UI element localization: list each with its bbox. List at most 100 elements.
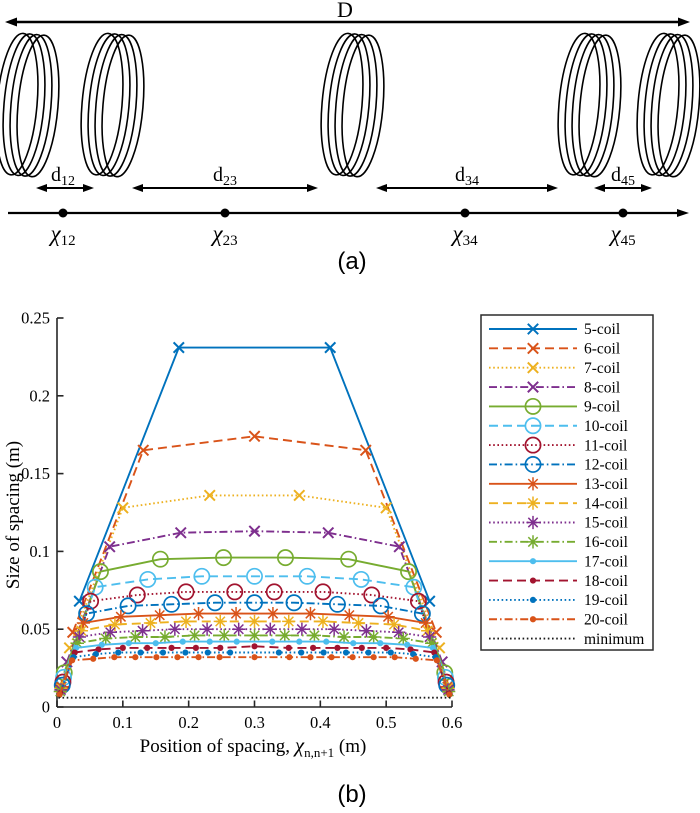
x-tick-label: 0.1 [113,713,134,732]
series-line-19-coil [58,651,451,695]
marker-asterisk [367,630,381,644]
legend-item-8-coil: 8-coil [489,379,620,396]
marker-x [103,540,116,553]
marker-asterisk [337,630,351,644]
marker-asterisk [526,535,540,549]
series-line-6-coil [71,435,438,633]
marker-asterisk [295,622,309,636]
marker-asterisk [70,636,85,650]
legend-item-10-coil: 10-coil [489,417,628,435]
marker-dot [182,649,189,656]
legend-label: 5-coil [584,321,620,338]
marker-asterisk [424,636,439,650]
coil-diagram: D [0,0,700,275]
legend-label: 9-coil [584,399,620,416]
marker-asterisk [263,622,277,636]
marker-circle [119,597,137,615]
series-20-coil [56,654,453,698]
marker-dot [275,649,282,656]
marker-circle [285,594,303,612]
legend-label: 7-coil [584,360,620,377]
marker-dot [92,650,99,658]
legend-item-11-coil: 11-coil [489,436,627,454]
marker-x [248,430,261,443]
marker-dot [407,646,414,653]
marker-dot [168,644,175,651]
chi34-label: χ34 [450,221,478,249]
marker-dot [192,644,200,651]
marker-dot [159,649,167,656]
marker-dot [233,638,240,645]
coil-1-icon [0,32,60,178]
marker-dot [152,640,159,647]
marker-dot [216,654,223,661]
marker-asterisk [247,614,262,629]
legend-label: 16-coil [584,534,628,551]
marker-asterisk [359,624,374,638]
marker-circle [340,550,358,568]
marker-x [203,489,216,502]
legend-box [480,314,654,651]
x-axis-title: Position of spacing, χn,n+1 (m) [140,733,367,760]
marker-asterisk [282,614,296,629]
marker-circle [524,455,542,473]
marker-x [324,341,337,354]
marker-circle [363,586,381,604]
marker-circle [193,567,211,585]
marker-asterisk [108,617,122,632]
marker-dot [195,654,202,661]
marker-x [527,381,539,393]
marker-dot [72,644,80,651]
chi23-label: χ23 [210,221,237,249]
marker-dot [307,654,314,661]
x-tick-label: 0.4 [310,713,331,732]
marker-dot [529,596,537,603]
series-line-16-coil [59,634,450,692]
marker-asterisk [229,607,243,621]
marker-dot [334,644,341,651]
d12-arrow [36,184,94,192]
marker-circle [246,594,263,612]
chi12-dot [58,208,68,218]
marker-asterisk [200,622,214,636]
marker-dot [132,654,139,661]
marker-asterisk [74,624,88,638]
marker-circle [524,417,542,435]
legend-label: 10-coil [584,418,628,435]
y-tick-label: 0.05 [21,620,50,639]
chi45-label: χ45 [608,221,635,249]
marker-asterisk [179,614,193,629]
marker-circle [524,436,542,454]
marker-asterisk [99,631,113,646]
marker-circle [163,595,180,613]
series-line-5-coil [78,346,431,602]
marker-circle [177,583,195,601]
legend-item-15-coil: 15-coil [489,515,628,532]
marker-dot [296,638,303,645]
position-axis [8,208,689,218]
coil-2-icon [80,32,145,178]
spacing-arrows [36,184,652,192]
marker-asterisk [114,610,128,624]
series-line-13-coil [60,612,449,688]
marker-x [116,501,129,514]
marker-dot [298,649,305,656]
marker-dot [391,654,398,661]
marker-dot [115,649,122,656]
y-tick-label: 0.25 [21,309,50,328]
marker-circle [276,549,294,567]
marker-circle [139,570,157,588]
series-line-10-coil [62,575,447,678]
d45-arrow [594,184,652,192]
series-line-7-coil [68,494,441,649]
chi23-dot [220,208,230,218]
marker-x [359,444,372,457]
legend-label: 17-coil [584,553,628,570]
panel-a-label: (a) [337,248,366,275]
marker-asterisk [526,477,540,491]
marker-circle [372,597,390,615]
marker-dot [137,649,144,656]
legend: 5-coil6-coil7-coil8-coil9-coil10-coil11-… [480,314,654,651]
